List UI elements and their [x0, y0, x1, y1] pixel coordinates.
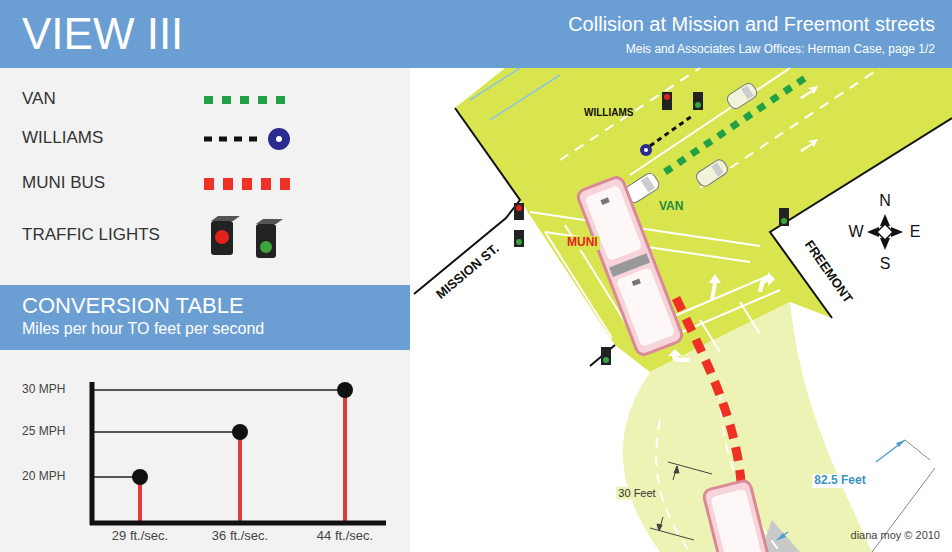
band-box: CONVERSION TABLEMiles per hour TO feet p… [0, 285, 410, 350]
legend-label: VAN [22, 89, 56, 109]
legend-samples [204, 100, 294, 258]
page-title: VIEW III [22, 9, 183, 60]
street-name: FREEMONT [801, 238, 855, 306]
intersection-map [414, 68, 952, 552]
legend-label: TRAFFIC LIGHTS [22, 225, 160, 245]
axis-label: 25 MPH [22, 425, 65, 439]
credit-note: diana moy © 2010 [851, 529, 940, 542]
person-label: WILLIAMS [584, 107, 633, 119]
legend-label: MUNI BUS [22, 173, 105, 193]
header-heading: Collision at Mission and Freemont street… [568, 13, 935, 36]
vehicle-label: VAN [657, 200, 685, 214]
band-heading: CONVERSION TABLE [22, 293, 388, 319]
side-panel [0, 68, 410, 552]
axis-label: 36 ft./sec. [212, 529, 268, 544]
street-name: MISSION ST. [434, 241, 503, 302]
band-subheading: Miles per hour TO feet per second [22, 319, 388, 339]
legend-label: WILLIAMS [22, 128, 103, 148]
header-subheading: Meis and Associates Law Offices: Herman … [626, 43, 935, 57]
compass-letter: N [879, 192, 891, 210]
axis-label: 20 MPH [22, 470, 65, 484]
axis-label: 29 ft./sec. [112, 529, 168, 544]
vehicle-label: MUNI [565, 236, 600, 250]
compass-letter: W [848, 223, 863, 241]
conversion-chart [90, 382, 386, 525]
axis-label: 44 ft./sec. [317, 529, 373, 544]
header-bar [0, 0, 952, 68]
axis-label: 30 MPH [22, 383, 65, 397]
compass-letter: E [910, 223, 921, 241]
dimension-label: 30 Feet [616, 487, 657, 500]
compass-letter: S [880, 255, 891, 273]
dimension-label: 82.5 Feet [812, 474, 867, 488]
